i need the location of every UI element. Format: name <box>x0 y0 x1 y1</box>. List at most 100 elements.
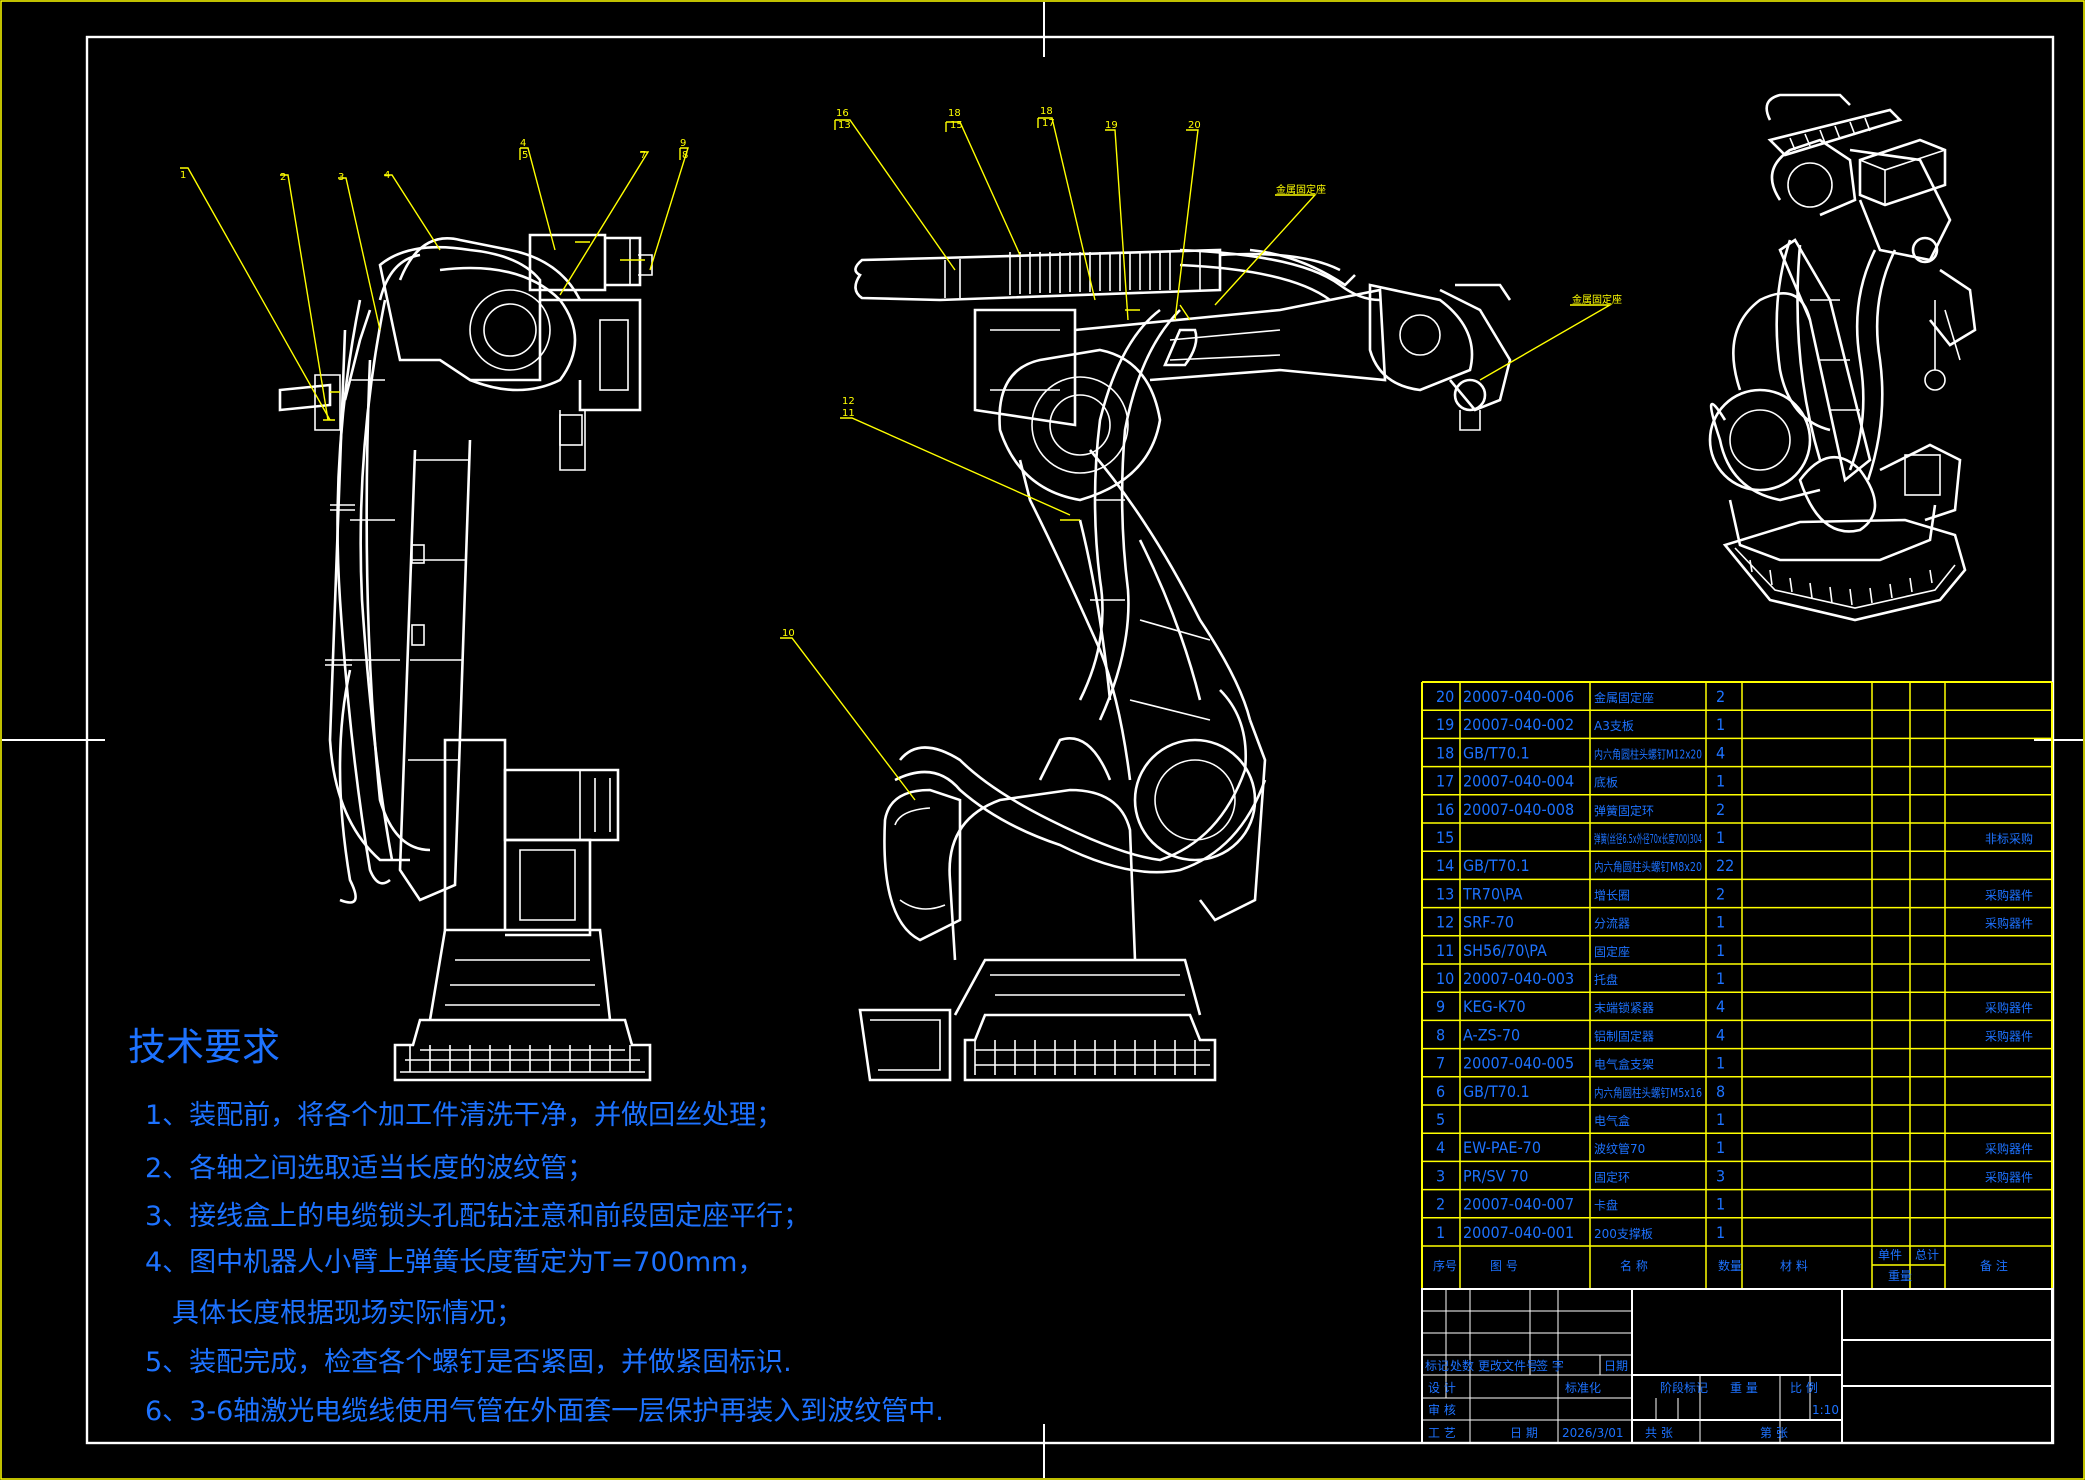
bom-cell-name: 铝制固定器 <box>1594 1028 1654 1043</box>
bom-header-qty: 数量 <box>1718 1258 1742 1273</box>
balloon-11: 11 <box>842 408 855 419</box>
label-metal-mount-2: 金属固定座 <box>1572 293 1622 306</box>
bom-cell-name: 弹簧固定环 <box>1594 803 1654 818</box>
bom-cell-qty: 3 <box>1716 1166 1725 1185</box>
bom-cell-qty: 1 <box>1716 941 1725 960</box>
bom-cell-no: 6 <box>1436 1082 1445 1101</box>
bom-cell-code: PR/SV 70 <box>1463 1166 1528 1185</box>
bom-cell-no: 20 <box>1436 687 1454 706</box>
bom-cell-qty: 1 <box>1716 828 1725 847</box>
bom-cell-no: 11 <box>1436 941 1454 960</box>
bom-cell-code: 20007-040-004 <box>1463 772 1574 791</box>
bom-cell-code: 20007-040-001 <box>1463 1223 1574 1242</box>
tb-craft: 工 艺 <box>1428 1426 1456 1440</box>
bom-cell-name: 电气盒支架 <box>1594 1057 1654 1072</box>
tech-item-3: 3、接线盒上的电缆锁头孔配钻注意和前段固定座平行； <box>145 1201 810 1232</box>
balloon-19: 19 <box>1105 120 1118 131</box>
tb-sheet-number: 第 张 <box>1760 1426 1788 1440</box>
bom-cell-qty: 8 <box>1716 1082 1725 1101</box>
bom-cell-code: SRF-70 <box>1463 913 1514 932</box>
bom-cell-no: 17 <box>1436 772 1454 791</box>
balloon-10: 10 <box>782 628 795 639</box>
bom-cell-qty: 1 <box>1716 1223 1725 1242</box>
bom-cell-name: 内六角圆柱头螺钉M8x20 <box>1594 859 1702 874</box>
bom-cell-no: 4 <box>1436 1138 1445 1157</box>
balloon-5: 5 <box>522 150 528 161</box>
bom-cell-no: 12 <box>1436 913 1454 932</box>
tb-date-value: 2026/3/01 <box>1562 1426 1624 1440</box>
bom-cell-qty: 1 <box>1716 1138 1725 1157</box>
title-block: 标记 处数 更改文件号 签 字 日期 设 计 标准化 审 核 工 艺 日 期 2… <box>1421 1288 2053 1444</box>
bom-cell-qty: 2 <box>1716 687 1725 706</box>
bom-cell-no: 5 <box>1436 1110 1445 1129</box>
tb-mark: 标记 <box>1425 1359 1449 1373</box>
bom-cell-code: 20007-040-006 <box>1463 687 1574 706</box>
bom-cell-remark: 采购器件 <box>1985 887 2033 902</box>
bom-cell-remark: 采购器件 <box>1985 1028 2033 1043</box>
bom-cell-no: 16 <box>1436 800 1454 819</box>
balloon-20: 20 <box>1188 120 1201 131</box>
bom-cell-no: 3 <box>1436 1166 1445 1185</box>
tb-signature: 签 字 <box>1536 1358 1564 1373</box>
bom-cell-qty: 2 <box>1716 800 1725 819</box>
bom-cell-qty: 4 <box>1716 1025 1725 1044</box>
tb-review: 审 核 <box>1428 1402 1456 1417</box>
bom-header-total: 总计 <box>1915 1248 1939 1262</box>
bom-cell-code: GB/T70.1 <box>1463 743 1530 762</box>
bom-cell-no: 13 <box>1436 884 1454 903</box>
bom-cell-qty: 4 <box>1716 743 1725 762</box>
side-view-balloon-labels: 1 2 3 4 4 5 7 9 8 <box>180 138 688 183</box>
bom-header-remark: 备 注 <box>1980 1258 2008 1273</box>
bom-cell-code: TR70\PA <box>1462 884 1523 903</box>
balloon-4a: 4 <box>384 170 390 181</box>
bom-cell-code: KEG-K70 <box>1463 997 1526 1016</box>
balloon-13: 13 <box>838 120 851 131</box>
label-metal-mount-1: 金属固定座 <box>1276 183 1326 196</box>
bom-cell-name: 金属固定座 <box>1594 690 1654 705</box>
tb-scale-value: 1:10 <box>1812 1403 1839 1417</box>
balloon-15: 15 <box>950 120 963 131</box>
bom-cell-remark: 非标采购 <box>1985 831 2033 846</box>
bom-cell-name: 增长圈 <box>1594 888 1630 902</box>
bom-cell-no: 7 <box>1436 1054 1445 1073</box>
bom-header-material: 材 料 <box>1780 1259 1808 1273</box>
bom-cell-no: 9 <box>1436 997 1445 1016</box>
bom-cell-qty: 1 <box>1716 1195 1725 1214</box>
bom-cell-no: 8 <box>1436 1025 1445 1044</box>
bom-cell-qty: 4 <box>1716 997 1725 1016</box>
bom-cell-code: 20007-040-002 <box>1463 715 1574 734</box>
bom-cell-name: 弹簧(丝径6.5x外径70x长度700)304 <box>1594 831 1702 846</box>
bom-cell-name: 内六角圆柱头螺钉M5x16 <box>1594 1085 1702 1100</box>
tb-count: 处数 <box>1450 1358 1474 1373</box>
tb-scale: 比 例 <box>1790 1381 1818 1395</box>
bom-header: 序号 图 号 名 称 数量 材 料 单件 总计 重量 备 注 <box>1433 1248 2008 1283</box>
bom-cell-name: 末端锁紧器 <box>1594 1000 1654 1015</box>
bom-cell-no: 14 <box>1436 856 1454 875</box>
bom-cell-qty: 22 <box>1716 856 1734 875</box>
tech-item-6: 6、3-6轴激光电缆线使用气管在外面套一层保护再装入到波纹管中. <box>145 1396 944 1427</box>
bom-header-name: 名 称 <box>1620 1258 1648 1273</box>
bom-header-no: 序号 <box>1433 1258 1457 1273</box>
bom-cell-code: 20007-040-007 <box>1463 1195 1574 1214</box>
front-view-balloon-labels: 16 13 18 15 18 17 19 20 12 11 10 金属固定座 金… <box>782 106 1622 639</box>
tb-sheet-total: 共 张 <box>1645 1426 1673 1440</box>
tb-weight: 重 量 <box>1730 1381 1758 1395</box>
bom-cell-code: 20007-040-005 <box>1463 1054 1574 1073</box>
balloon-7: 7 <box>640 150 646 161</box>
bom-header-unit: 单件 <box>1878 1248 1902 1262</box>
side-view-leaders <box>180 147 689 421</box>
bom-cell-code: 20007-040-008 <box>1463 800 1574 819</box>
